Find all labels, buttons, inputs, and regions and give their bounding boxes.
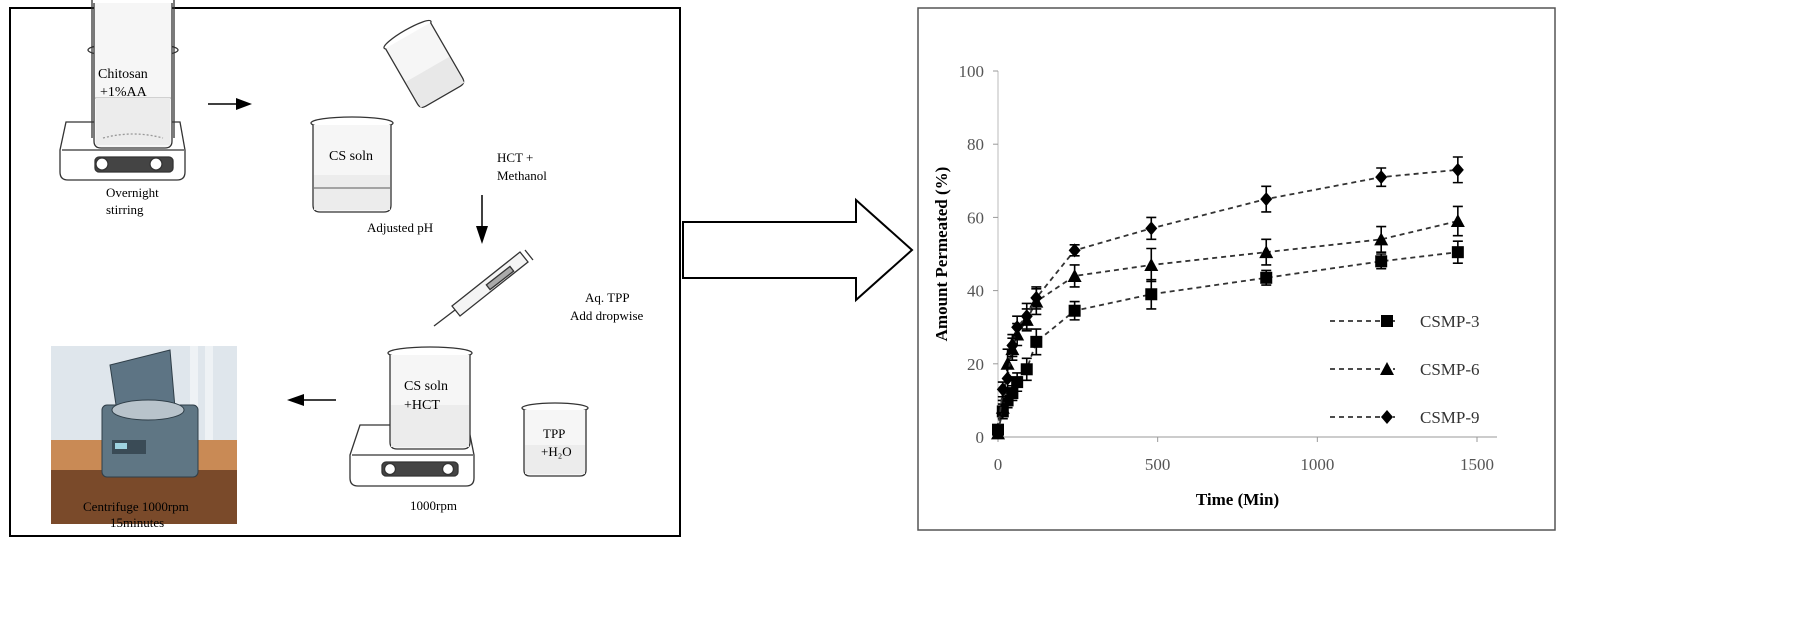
- step4-tpp-line1: TPP: [543, 426, 565, 441]
- beaker-cs-soln-hct: [387, 346, 473, 450]
- data-point-csmp-9: [1375, 170, 1388, 185]
- x-tick-label: 1000: [1300, 455, 1334, 474]
- step2-contents: CS soln: [329, 149, 373, 164]
- arrow-left-icon: [287, 394, 336, 406]
- syringe-icon: [433, 249, 534, 327]
- data-point-csmp-9: [1068, 243, 1081, 258]
- arrow-right-icon: [208, 98, 252, 110]
- x-tick-label: 0: [994, 455, 1003, 474]
- step5-caption-line1: Centrifuge 1000rpm: [83, 499, 189, 514]
- data-point-csmp-9: [1260, 192, 1273, 207]
- step5-caption-line2: 15minutes: [110, 515, 164, 530]
- data-point-csmp-3: [1020, 363, 1033, 376]
- data-point-csmp-3: [1030, 335, 1043, 348]
- legend-label-csmp-9: CSMP-9: [1420, 408, 1480, 427]
- step3-caption-line1: Aq. TPP: [585, 290, 630, 305]
- data-point-csmp-6: [1000, 356, 1015, 370]
- step1-caption-line2: stirring: [106, 202, 144, 217]
- data-point-csmp-3: [1011, 376, 1024, 389]
- step2-added-line1: HCT +: [497, 150, 533, 165]
- step3-caption-line2: Add dropwise: [570, 308, 644, 323]
- legend-marker-csmp-6: [1380, 362, 1394, 375]
- step4-caption: 1000rpm: [410, 498, 457, 513]
- data-point-csmp-3: [1375, 255, 1388, 268]
- data-point-csmp-6: [1450, 214, 1465, 228]
- chart-panel: [917, 7, 1556, 531]
- data-point-csmp-9: [1030, 290, 1043, 305]
- data-point-csmp-9: [1011, 320, 1024, 335]
- step4-contents-line1: CS soln: [404, 379, 448, 394]
- beaker-cs-soln: [310, 116, 394, 213]
- step2-caption: Adjusted pH: [367, 220, 433, 235]
- data-point-csmp-6: [1067, 268, 1082, 282]
- legend-label-csmp-3: CSMP-3: [1420, 312, 1480, 331]
- x-tick-label: 1500: [1460, 455, 1494, 474]
- beaker-chitosan: [87, 0, 179, 149]
- data-point-csmp-9: [1451, 162, 1464, 177]
- data-point-csmp-9: [992, 422, 1004, 437]
- data-point-csmp-6: [1259, 245, 1274, 259]
- step1-contents-line1: Chitosan: [98, 67, 148, 82]
- data-point-csmp-9: [1001, 371, 1014, 386]
- step1-contents-line2: +1%AA: [100, 85, 148, 100]
- y-tick-label: 60: [967, 208, 984, 227]
- data-point-csmp-6: [995, 400, 1010, 414]
- step1-caption-line1: Overnight: [106, 185, 159, 200]
- data-point-csmp-3: [1145, 288, 1158, 301]
- legend-marker-csmp-9: [1381, 410, 1393, 424]
- arrow-down-icon: [476, 195, 488, 244]
- x-axis-title: Time (Min): [1196, 490, 1279, 509]
- data-point-csmp-9: [1020, 309, 1033, 324]
- y-axis-title: Amount Permeated (%): [932, 167, 951, 342]
- series-line-csmp-9: [997, 168, 1458, 430]
- y-tick-label: 0: [976, 428, 985, 447]
- x-tick-label: 500: [1145, 455, 1171, 474]
- data-point-csmp-6: [1374, 232, 1389, 246]
- beaker-hct-methanol-tilted: [383, 19, 465, 108]
- series-line-csmp-6: [997, 220, 1459, 434]
- data-point-csmp-9: [1006, 338, 1019, 353]
- y-tick-label: 40: [967, 282, 984, 301]
- step4-tpp-line2: +H₂O: [541, 444, 572, 459]
- data-point-csmp-6: [1144, 257, 1159, 271]
- data-point-csmp-3: [1451, 246, 1464, 259]
- y-tick-label: 100: [959, 62, 985, 81]
- y-tick-label: 80: [967, 135, 984, 154]
- legend-label-csmp-6: CSMP-6: [1420, 360, 1480, 379]
- step2-added-line2: Methanol: [497, 168, 547, 183]
- step4-contents-line2: +HCT: [404, 398, 440, 413]
- legend-marker-csmp-3: [1381, 315, 1393, 327]
- data-point-csmp-9: [1145, 221, 1158, 236]
- centrifuge-image: [51, 346, 237, 524]
- data-point-csmp-3: [1068, 304, 1081, 317]
- beaker-tpp: [521, 402, 589, 477]
- hollow-arrow-icon: [682, 197, 914, 303]
- data-point-csmp-3: [1260, 271, 1273, 284]
- y-tick-label: 20: [967, 355, 984, 374]
